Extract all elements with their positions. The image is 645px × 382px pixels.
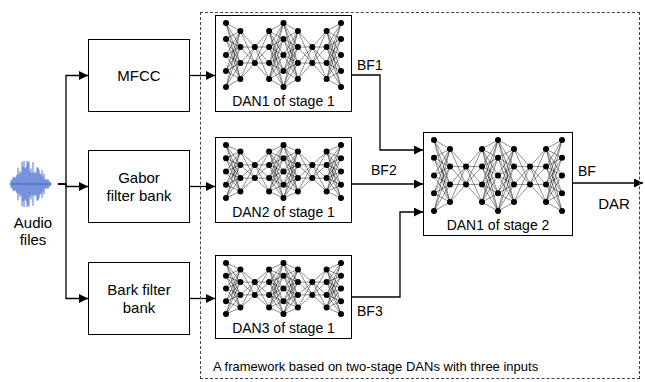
connector-arrow (58, 184, 88, 299)
framework-region: A framework based on two-stage DANs with… (200, 12, 640, 379)
connector-arrow (190, 75, 215, 76)
connector-arrow (58, 76, 88, 185)
waveform-icon (8, 150, 58, 216)
dan-box: DAN1 of stage 2 (423, 132, 573, 236)
connector-arrow (352, 183, 423, 184)
feature-box: Bark filter bank (88, 262, 190, 335)
node-text: Bark filter bank (105, 281, 173, 316)
dan-box: DAN2 of stage 1 (215, 137, 352, 223)
connector-arrow (190, 298, 215, 299)
edge-label: BF3 (356, 304, 384, 319)
audio-input: Audio files (8, 150, 58, 252)
node-text: Gabor filter bank (105, 169, 173, 204)
node-text: A framework based on two-stage DANs with… (213, 360, 538, 375)
connector-arrow (352, 75, 423, 150)
node-text: MFCC (117, 67, 160, 84)
connector-arrow (190, 186, 215, 187)
connector-arrow (573, 182, 643, 183)
node-text: DAN3 of stage 1 (232, 320, 335, 336)
dan-box: DAN1 of stage 1 (215, 15, 352, 112)
connector-arrow (352, 212, 423, 297)
node-text: Audio files (10, 214, 56, 249)
node-text: DAR (598, 195, 630, 212)
node-text: DAN1 of stage 1 (232, 93, 335, 109)
dan-box: DAN3 of stage 1 (215, 255, 352, 339)
edge-label: BF (577, 164, 597, 179)
edge-label: BF2 (370, 163, 398, 178)
feature-box: Gabor filter bank (88, 150, 190, 223)
node-text: DAN2 of stage 1 (232, 204, 335, 220)
node-text: DAN1 of stage 2 (447, 217, 550, 233)
feature-box: MFCC (88, 39, 190, 112)
edge-label: BF1 (356, 58, 384, 73)
